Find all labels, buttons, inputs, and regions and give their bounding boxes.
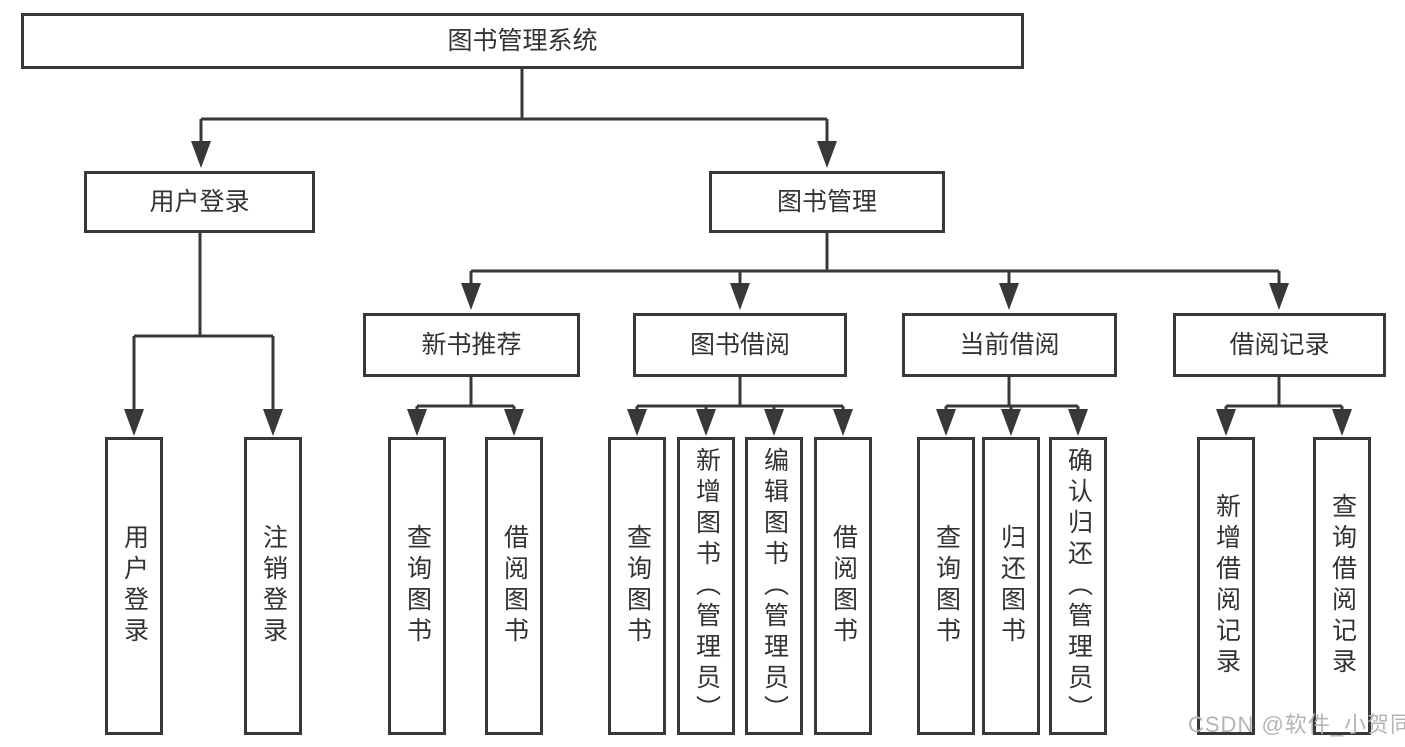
csdn-watermark: CSDN @软件_小贺同学	[1188, 712, 1405, 737]
leaf-records-add-label: 新增借阅记录	[1212, 493, 1241, 679]
leaf-current-return-label: 归还图书	[997, 524, 1026, 648]
leaf-current-confirm-return-admin-label: 确认归还（管理员）	[1064, 446, 1093, 726]
arrowhead	[1068, 409, 1088, 436]
leaf-current-confirm-return-admin: 确认归还（管理员）	[1049, 437, 1107, 735]
leaf-records-query: 查询借阅记录	[1313, 437, 1371, 735]
leaf-current-return: 归还图书	[982, 437, 1040, 735]
node-current-borrow: 当前借阅	[902, 313, 1117, 377]
arrowhead	[1001, 409, 1021, 436]
leaf-borrow-borrow-label: 借阅图书	[829, 524, 858, 648]
arrowheads	[124, 141, 1352, 436]
arrowhead	[1216, 409, 1236, 436]
leaf-logout: 注销登录	[244, 437, 302, 735]
arrowhead	[627, 409, 647, 436]
node-user-login: 用户登录	[84, 171, 315, 233]
leaf-borrow-query: 查询图书	[608, 437, 666, 735]
node-new-book-recommend: 新书推荐	[363, 313, 580, 377]
arrowhead	[504, 409, 524, 436]
arrowhead	[124, 409, 144, 436]
leaf-borrow-borrow: 借阅图书	[814, 437, 872, 735]
leaf-user-login: 用户登录	[105, 437, 163, 735]
leaf-borrow-add-admin: 新增图书（管理员）	[677, 437, 735, 735]
node-borrow-records: 借阅记录	[1173, 313, 1386, 377]
arrowhead	[461, 283, 481, 310]
leaf-user-login-label: 用户登录	[120, 524, 149, 648]
leaf-borrow-edit-admin-label: 编辑图书（管理员）	[760, 446, 789, 726]
node-book-management: 图书管理	[709, 171, 945, 233]
arrowhead	[1332, 409, 1352, 436]
connector-root-to-level2	[199, 69, 829, 146]
leaf-records-add: 新增借阅记录	[1197, 437, 1255, 735]
arrowhead	[191, 141, 211, 168]
leaf-newbooks-query-label: 查询图书	[403, 524, 432, 648]
leaf-current-query-label: 查询图书	[932, 524, 961, 648]
arrowhead	[1269, 283, 1289, 310]
arrowhead	[263, 409, 283, 436]
arrowhead	[407, 409, 427, 436]
arrowhead	[817, 141, 837, 168]
leaf-records-query-label: 查询借阅记录	[1328, 493, 1357, 679]
connector-currentborrow-to-leaves	[944, 377, 1080, 412]
leaf-borrow-add-admin-label: 新增图书（管理员）	[692, 446, 721, 726]
leaf-newbooks-borrow-label: 借阅图书	[500, 524, 529, 648]
node-book-borrow: 图书借阅	[633, 313, 847, 377]
connector-userlogin-to-leaves	[132, 233, 275, 412]
connector-records-to-leaves	[1224, 377, 1344, 412]
leaf-newbooks-borrow: 借阅图书	[485, 437, 543, 735]
connector-bookborrow-to-leaves	[635, 377, 845, 412]
arrowhead	[936, 409, 956, 436]
leaf-borrow-query-label: 查询图书	[623, 524, 652, 648]
arrowhead	[696, 409, 716, 436]
arrowhead	[999, 283, 1019, 310]
connector-bookmgmt-to-level3	[469, 233, 1281, 287]
node-root: 图书管理系统	[21, 13, 1024, 69]
leaf-borrow-edit-admin: 编辑图书（管理员）	[745, 437, 803, 735]
leaf-current-query: 查询图书	[917, 437, 975, 735]
connector-newbooks-to-leaves	[415, 377, 516, 412]
arrowhead	[833, 409, 853, 436]
leaf-newbooks-query: 查询图书	[388, 437, 446, 735]
leaf-logout-label: 注销登录	[259, 524, 288, 648]
arrowhead	[730, 283, 750, 310]
arrowhead	[764, 409, 784, 436]
